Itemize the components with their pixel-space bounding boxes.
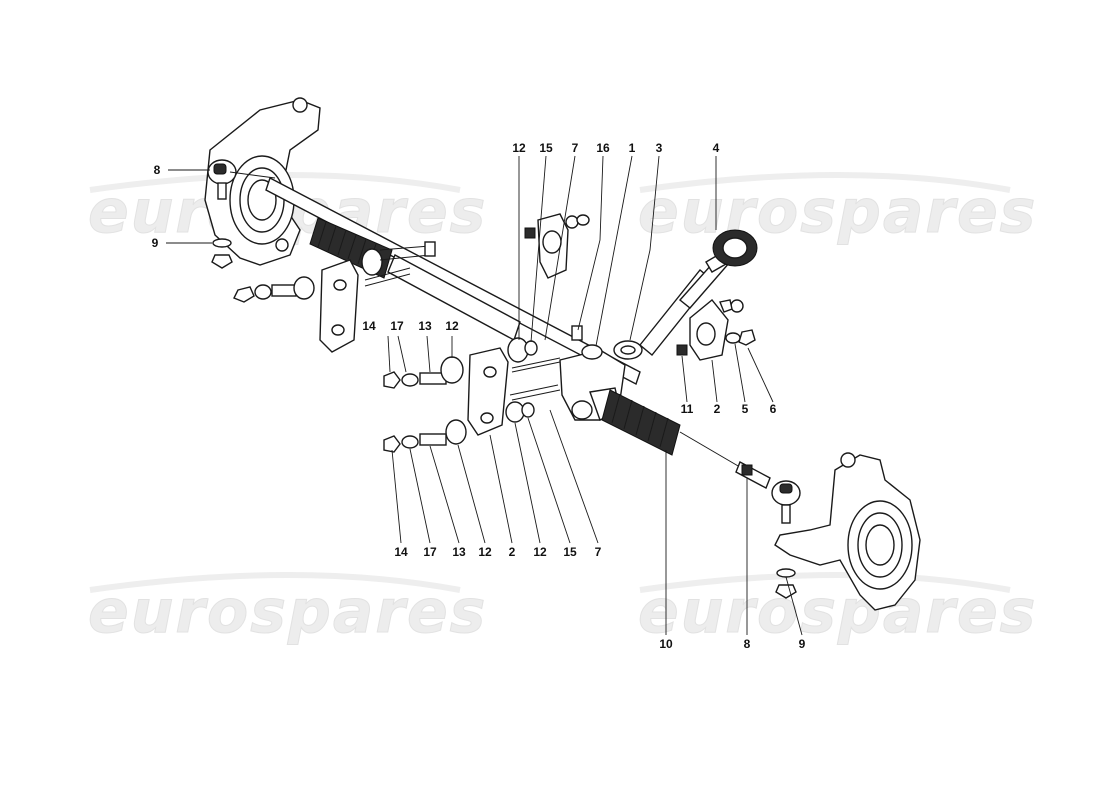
callout-16: 16 xyxy=(596,141,610,155)
callout-13-bot: 13 xyxy=(452,545,466,559)
pinion-shaft xyxy=(613,229,758,360)
callout-11: 11 xyxy=(681,402,694,416)
left-tie-rod-end xyxy=(207,159,276,200)
watermark-top-right: eurospares xyxy=(638,177,1037,247)
leader-lines xyxy=(166,155,803,636)
lower-bushing-set xyxy=(383,384,561,453)
callout-8-left: 8 xyxy=(154,163,161,177)
watermark-bottom-right: eurospares xyxy=(638,577,1037,647)
right-clamp xyxy=(676,299,756,361)
callout-9-left: 9 xyxy=(152,236,159,250)
mid-bushing-set xyxy=(383,356,464,389)
callout-13-mid: 13 xyxy=(418,319,432,333)
left-nut-washer xyxy=(211,238,233,269)
callout-4: 4 xyxy=(713,141,720,155)
left-mount-bracket xyxy=(233,241,436,353)
mid-mount-bracket xyxy=(467,347,509,436)
callout-12-mid: 12 xyxy=(445,319,459,333)
callout-7-bot: 7 xyxy=(595,545,602,559)
callout-5: 5 xyxy=(742,402,749,416)
callout-12-bot-b: 12 xyxy=(533,545,547,559)
callout-10: 10 xyxy=(659,637,673,651)
callout-1: 1 xyxy=(629,141,636,155)
callout-2-right: 2 xyxy=(714,402,721,416)
callout-17-bot: 17 xyxy=(423,545,437,559)
callout-7-top: 7 xyxy=(572,141,579,155)
right-rack-boot xyxy=(601,389,746,471)
callout-12-top: 12 xyxy=(512,141,526,155)
callout-12-bot-a: 12 xyxy=(478,545,492,559)
callout-2-bot: 2 xyxy=(509,545,516,559)
callout-9-right: 9 xyxy=(799,637,806,651)
upper-bushing-set xyxy=(507,325,583,373)
right-tie-rod-end xyxy=(735,461,801,524)
callout-17-mid: 17 xyxy=(390,319,404,333)
right-steering-knuckle xyxy=(774,452,921,611)
callout-8-right: 8 xyxy=(744,637,751,651)
callout-15-top: 15 xyxy=(539,141,553,155)
callout-3: 3 xyxy=(656,141,663,155)
watermark-bottom-left: eurospares xyxy=(88,577,487,647)
callout-15-bot: 15 xyxy=(563,545,577,559)
callout-6: 6 xyxy=(770,402,777,416)
callout-14-mid: 14 xyxy=(362,319,376,333)
callout-14-bot: 14 xyxy=(394,545,408,559)
callout-labels: 8 9 12 15 7 16 1 3 4 14 17 13 12 11 2 5 … xyxy=(152,141,806,651)
